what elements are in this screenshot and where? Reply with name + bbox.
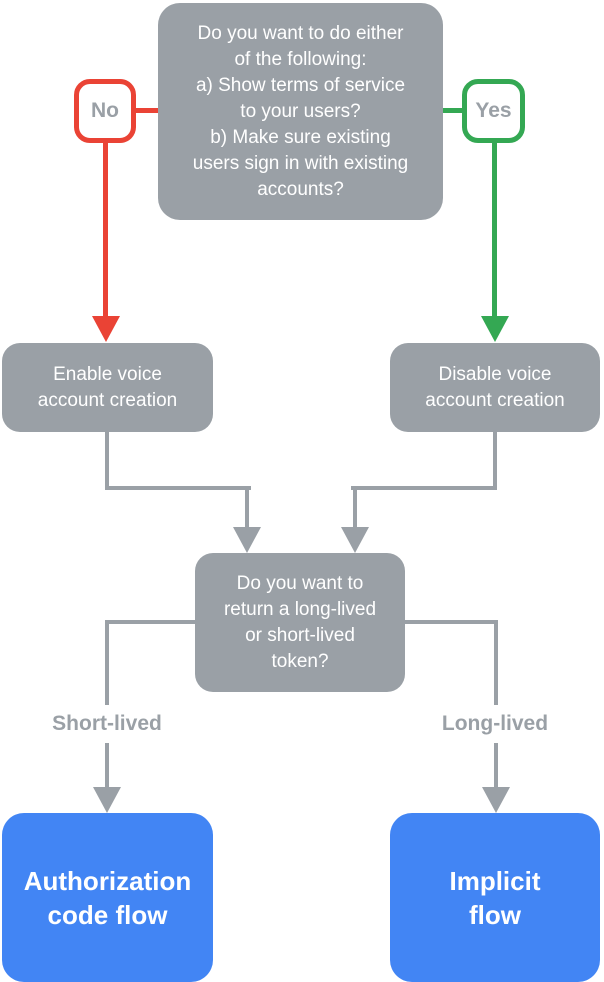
edge-label-long-lived: Long-lived [410,705,580,743]
enable-merge-arrowhead-icon [233,527,261,553]
enable-merge-horizontal-line [105,486,251,490]
long-lived-arrowhead-icon [482,787,510,813]
node-token-question: Do you want to return a long-lived or sh… [195,553,405,692]
edge-label-short-lived-text: Short-lived [52,712,162,735]
node-top-question-text: Do you want to do either of the followin… [192,22,409,200]
node-top-question: Do you want to do either of the followin… [158,3,443,220]
decision-pill-no: No [74,79,136,143]
node-authorization-code-flow-text: Authorization code flow [23,865,192,930]
node-enable-voice-text: Enable voice account creation [37,363,178,411]
long-lived-horizontal-line [405,620,496,624]
enable-exit-vertical-line [105,432,109,490]
node-enable-voice-account-creation: Enable voice account creation [2,343,213,432]
node-token-question-text: Do you want to return a long-lived or sh… [223,572,377,672]
short-lived-horizontal-line [105,620,195,624]
decision-pill-no-text: No [91,99,119,122]
short-lived-vertical-line [105,620,109,789]
yes-arrowhead-down-icon [481,316,509,342]
disable-merge-horizontal-line [351,486,497,490]
no-branch-vertical-line [103,143,108,317]
node-implicit-flow-text: Implicit flow [449,865,541,930]
disable-merge-arrowhead-icon [341,527,369,553]
node-implicit-flow: Implicit flow [390,813,600,982]
enable-merge-vertical-line [245,486,249,529]
no-arrowhead-down-icon [92,316,120,342]
short-lived-arrowhead-icon [93,787,121,813]
decision-pill-yes: Yes [462,79,525,143]
node-authorization-code-flow: Authorization code flow [2,813,213,982]
disable-exit-vertical-line [493,432,497,490]
disable-merge-vertical-line [353,486,357,529]
edge-label-long-lived-text: Long-lived [441,712,549,735]
node-disable-voice-account-creation: Disable voice account creation [390,343,600,432]
yes-branch-horizontal-line [443,108,462,113]
no-branch-horizontal-line [136,108,158,113]
decision-pill-yes-text: Yes [475,99,512,122]
long-lived-vertical-line [494,620,498,789]
edge-label-short-lived: Short-lived [23,705,191,743]
node-disable-voice-text: Disable voice account creation [425,363,565,411]
yes-branch-vertical-line [492,143,497,317]
